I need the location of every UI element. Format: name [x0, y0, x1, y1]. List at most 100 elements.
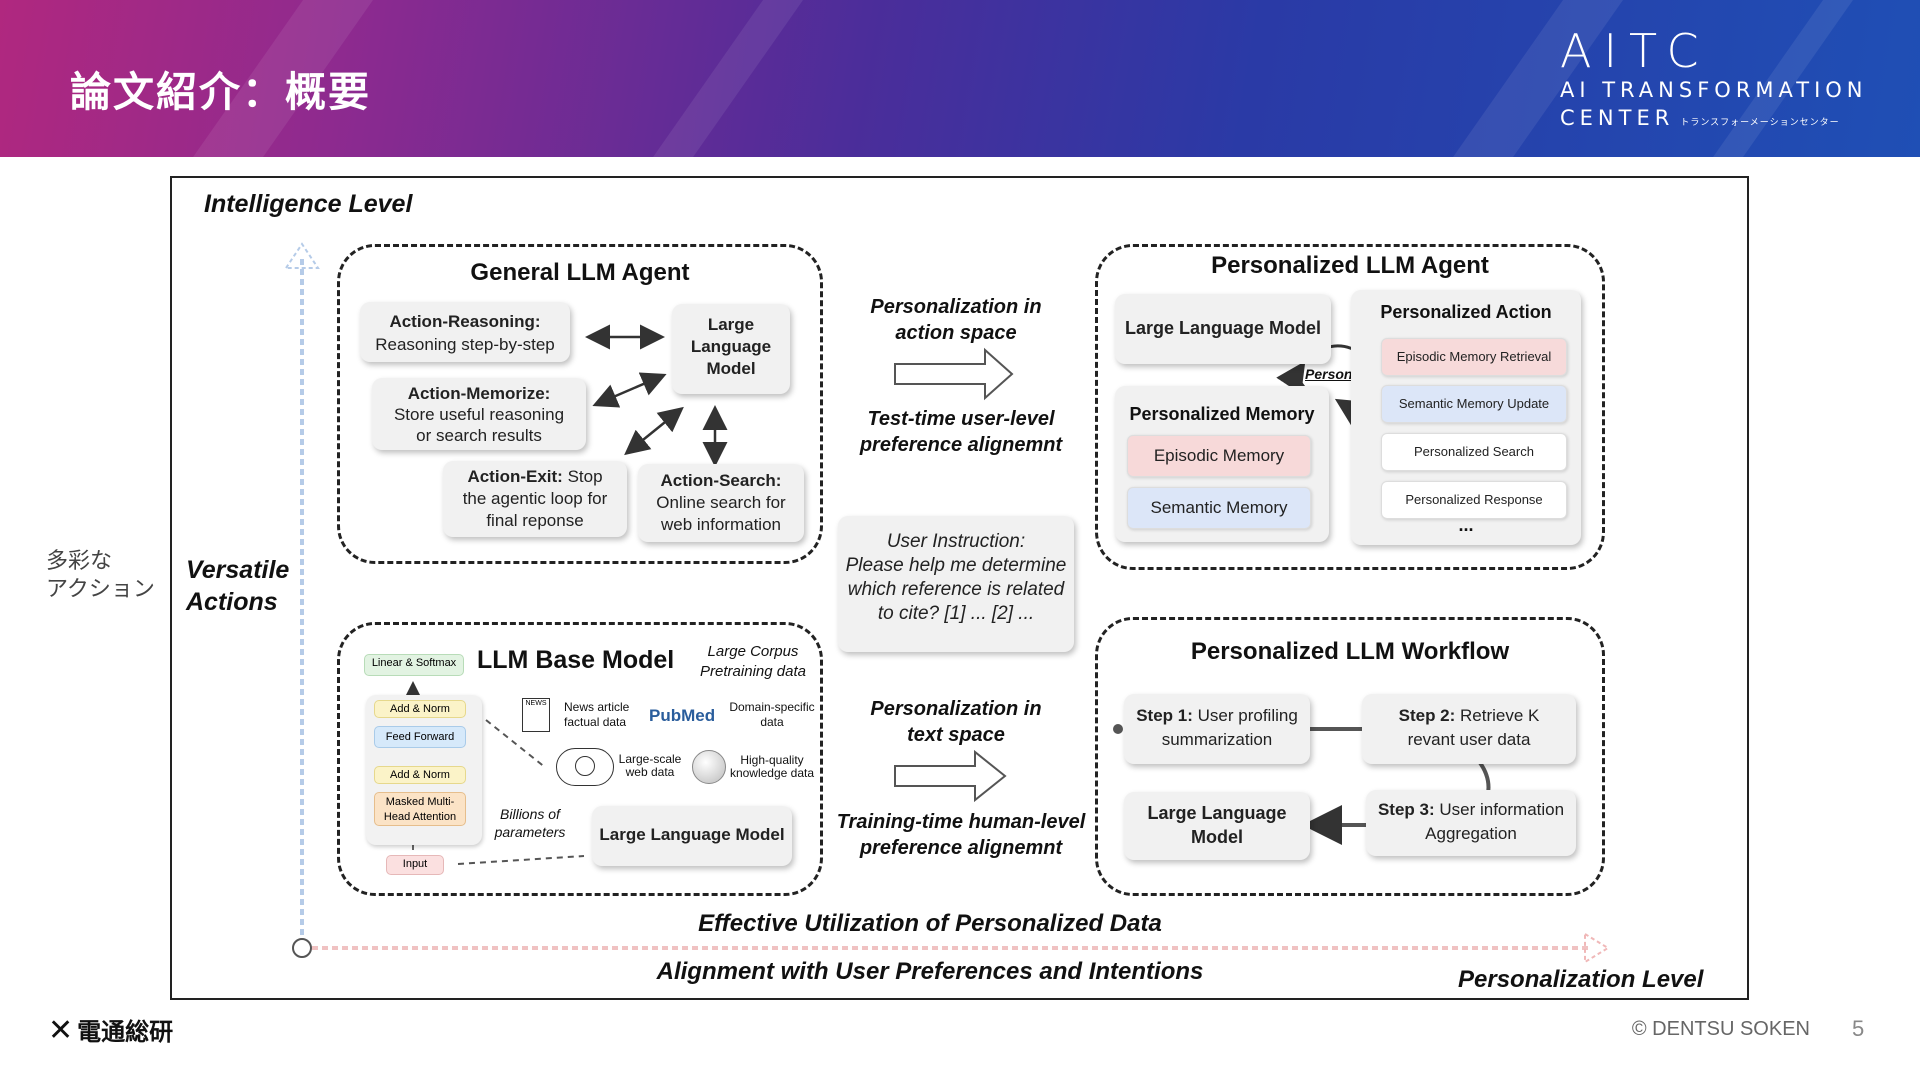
middle-bottom-line3: Training-time human-level	[836, 811, 1086, 833]
middle-bottom-line1: Personalization in	[870, 698, 1042, 720]
wiki-line2: knowledge data	[729, 766, 815, 780]
action-episodic-retrieval: Episodic Memory Retrieval	[1381, 338, 1567, 376]
step1-line2: summarization	[1161, 730, 1273, 749]
y-axis-left-line2: Actions	[186, 588, 278, 616]
step2-line1: Retrieve K	[1455, 706, 1540, 725]
web-cloud-icon	[556, 748, 614, 786]
workflow-llm-line1: Large Language	[1147, 803, 1287, 823]
workflow-panel	[1095, 617, 1605, 896]
middle-bottom-line2: text space	[907, 724, 1005, 746]
globe-icon	[575, 756, 595, 776]
step1-head: Step 1:	[1136, 706, 1193, 725]
action-personalized-response: Personalized Response	[1381, 481, 1567, 519]
action-memorize-body1: Store useful reasoning	[393, 405, 565, 424]
tf-feed-forward: Feed Forward	[374, 726, 466, 748]
axis-origin	[292, 938, 312, 958]
general-agent-title: General LLM Agent	[470, 259, 690, 286]
base-llm-card: Large Language Model	[592, 806, 792, 866]
base-model-panel	[337, 622, 823, 896]
action-memorize-head: Action-Memorize:	[407, 384, 551, 403]
corpus-line1: Large Corpus	[707, 643, 799, 660]
middle-bottom-line4: preference alignemnt	[859, 837, 1063, 859]
hollow-arrow-bottom	[894, 749, 1007, 803]
base-model-title: LLM Base Model	[477, 646, 675, 674]
workflow-title: Personalized LLM Workflow	[1190, 638, 1510, 665]
middle-top-label: Personalization in action space	[850, 294, 1062, 346]
middle-bottom-label: Personalization in text space	[850, 696, 1062, 748]
action-exit-head: Action-Exit:	[467, 467, 563, 486]
tf-input: Input	[386, 855, 444, 875]
news-label: News article factual data	[564, 700, 629, 730]
slide-title: 論文紹介：概要	[70, 68, 371, 116]
general-agent-panel	[337, 244, 823, 564]
personal-memory-title: Personalized Memory	[1129, 404, 1315, 424]
step3-line2: Aggregation	[1425, 824, 1517, 843]
personal-action-title: Personalized Action	[1380, 302, 1552, 322]
x-mark-icon: ✕	[48, 1013, 74, 1048]
action-semantic-update: Semantic Memory Update	[1381, 385, 1567, 423]
logo-main: AITC	[1560, 24, 1711, 78]
y-axis-left-line1: Versatile	[186, 556, 290, 584]
user-instruction-head: User Instruction:	[886, 531, 1026, 552]
action-reasoning-head: Action-Reasoning:	[389, 312, 541, 331]
workflow-step1-card: Step 1: User profiling summarization	[1124, 694, 1310, 764]
wikipedia-icon	[692, 750, 726, 784]
action-search-card: Action-Search: Online search for web inf…	[638, 464, 804, 542]
action-exit-card: Action-Exit: Stop the agentic loop for f…	[443, 461, 627, 537]
wiki-line1: High-quality	[740, 753, 804, 767]
y-axis-title: Intelligence Level	[204, 190, 413, 218]
news-line1: News article	[564, 700, 630, 714]
page-number: 5	[1852, 1016, 1865, 1041]
action-reasoning-body: Reasoning step-by-step	[375, 335, 555, 354]
tf-attention-line1: Masked Multi-	[385, 796, 455, 808]
pubmed-logo: PubMed	[649, 706, 716, 725]
y-axis-arrowhead	[284, 242, 320, 269]
step2-line2: revant user data	[1407, 730, 1531, 749]
step2-head: Step 2:	[1398, 706, 1456, 725]
news-icon-text: NEWS	[525, 700, 547, 707]
dashed-tf-corpus	[485, 719, 547, 769]
hollow-arrow-top	[894, 347, 1014, 401]
user-instruction-line2: Please help me determine	[845, 555, 1067, 576]
action-search-body1: Online search for	[656, 493, 786, 512]
billions-line2: parameters	[494, 824, 566, 840]
x-axis-bottom-label: Alignment with User Preferences and Inte…	[656, 958, 1204, 985]
persona-label: Persona	[1305, 366, 1361, 382]
middle-bottom-sub-label: Training-time human-level preference ali…	[826, 809, 1096, 861]
action-search-head: Action-Search:	[660, 471, 782, 490]
tf-add-norm-1: Add & Norm	[374, 700, 466, 718]
workflow-step2-card: Step 2: Retrieve K revant user data	[1362, 694, 1576, 764]
billions-label: Billions of parameters	[480, 805, 580, 841]
tf-add-norm-2: Add & Norm	[374, 766, 466, 784]
x-axis-title: Personalization Level	[1458, 966, 1704, 993]
domain-line1: Domain-specific	[729, 700, 815, 714]
web-line2: web data	[625, 765, 675, 779]
general-llm-line3: Model	[706, 359, 756, 378]
step3-line1: User information	[1434, 800, 1565, 819]
step1-line1: User profiling	[1192, 706, 1298, 725]
user-instruction-card: User Instruction: Please help me determi…	[838, 516, 1074, 652]
step3-head: Step 3:	[1377, 800, 1435, 819]
middle-top-sub-label: Test-time user-level preference alignemn…	[845, 406, 1077, 458]
personal-llm-card: Large Language Model	[1115, 294, 1331, 364]
middle-top-line2: action space	[895, 322, 1017, 344]
user-instruction-line3: which reference is related	[847, 579, 1065, 600]
action-search-body2: web information	[660, 515, 781, 534]
action-personalized-search: Personalized Search	[1381, 433, 1567, 471]
footer-copyright: © DENTSU SOKEN	[1631, 1018, 1810, 1040]
action-exit-body1: Stop	[562, 467, 603, 486]
action-exit-body2: the agentic loop for	[462, 489, 608, 508]
domain-label: Domain-specific data	[722, 700, 822, 730]
y-axis-left-label: Versatile Actions	[186, 554, 289, 618]
user-instruction-line4: to cite? [1] ... [2] ...	[877, 603, 1035, 624]
dentsu-soken-logo: ✕電通総研	[48, 1012, 173, 1048]
middle-top-line4: preference alignemnt	[859, 434, 1063, 456]
corpus-line2: Pretraining data	[700, 663, 806, 680]
tf-attention-line2: Head Attention	[383, 811, 457, 823]
logo-sub1: AI TRANSFORMATION	[1560, 78, 1868, 102]
workflow-step3-card: Step 3: User information Aggregation	[1366, 790, 1576, 856]
middle-top-line1: Personalization in	[870, 296, 1042, 318]
wiki-label: High-quality knowledge data	[722, 754, 822, 780]
